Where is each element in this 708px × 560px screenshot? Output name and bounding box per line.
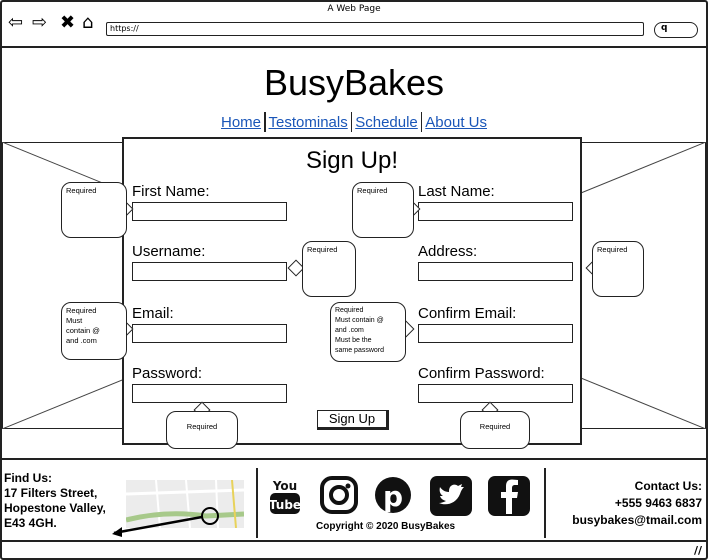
last-name-label: Last Name: bbox=[418, 183, 495, 200]
twitter-icon[interactable] bbox=[430, 476, 472, 516]
site-brand: BusyBakes bbox=[263, 62, 445, 103]
nav-separator bbox=[420, 111, 423, 132]
callout-first-name-required: Required bbox=[61, 182, 127, 238]
pinterest-icon[interactable]: p bbox=[372, 476, 414, 516]
callout-line: Must be the bbox=[335, 337, 372, 344]
forward-icon[interactable]: ⇨ bbox=[32, 12, 48, 33]
nav-separator bbox=[264, 111, 266, 132]
confirm-email-label: Confirm Email: bbox=[418, 305, 517, 322]
callout-last-name-required: Required bbox=[352, 182, 414, 238]
callout-email-rules: Required Must contain @ and .com bbox=[61, 302, 127, 360]
footer-separator bbox=[544, 468, 546, 538]
sign-up-button[interactable]: Sign Up bbox=[317, 410, 389, 430]
username-field[interactable] bbox=[132, 262, 287, 281]
copyright-text: Copyright © 2020 BusyBakes bbox=[316, 521, 456, 532]
main-nav: Home Testominals Schedule About Us bbox=[0, 111, 708, 132]
last-name-field[interactable] bbox=[418, 202, 573, 221]
contact-block: Contact Us: +555 9463 6837 busybakes@tma… bbox=[572, 478, 702, 529]
first-name-label: First Name: bbox=[132, 183, 210, 200]
first-name-field[interactable] bbox=[132, 202, 287, 221]
callout-line: same password bbox=[335, 347, 385, 354]
confirm-password-field[interactable] bbox=[418, 384, 573, 403]
chrome-divider bbox=[2, 46, 706, 48]
contact-title: Contact Us: bbox=[634, 479, 702, 493]
contact-email[interactable]: busybakes@tmail.com bbox=[572, 513, 702, 527]
confirm-email-field[interactable] bbox=[418, 324, 573, 343]
callout-text: Required Must contain @ and .com Must be… bbox=[335, 306, 401, 356]
callout-line: Must contain @ bbox=[335, 317, 384, 324]
callout-text: Required Must contain @ and .com bbox=[66, 306, 122, 346]
instagram-icon[interactable] bbox=[318, 476, 360, 516]
address-label: Address: bbox=[418, 243, 478, 260]
svg-text:Tube: Tube bbox=[269, 498, 301, 512]
address-line: Hopestone Valley, bbox=[4, 501, 106, 515]
url-text: https:// bbox=[110, 24, 139, 33]
window-title: A Web Page bbox=[327, 4, 381, 14]
contact-phone[interactable]: +555 9463 6837 bbox=[614, 496, 702, 510]
close-icon[interactable]: ✖ bbox=[60, 12, 76, 33]
home-icon[interactable]: ⌂ bbox=[82, 12, 94, 33]
callout-text: Required bbox=[597, 245, 628, 254]
resize-grip-icon[interactable]: // bbox=[693, 544, 702, 557]
callout-text: Required bbox=[357, 186, 388, 195]
facebook-icon[interactable] bbox=[488, 476, 530, 516]
password-label: Password: bbox=[132, 365, 203, 382]
nav-home[interactable]: Home bbox=[221, 114, 262, 131]
callout-line: Required bbox=[335, 307, 364, 314]
username-label: Username: bbox=[132, 243, 206, 260]
back-icon[interactable]: ⇦ bbox=[8, 12, 24, 33]
nav-about-us[interactable]: About Us bbox=[425, 114, 487, 131]
svg-text:p: p bbox=[383, 480, 403, 513]
password-field[interactable] bbox=[132, 384, 287, 403]
youtube-icon[interactable]: You Tube bbox=[264, 476, 306, 516]
callout-line: Must bbox=[66, 316, 83, 325]
nav-schedule[interactable]: Schedule bbox=[355, 114, 418, 131]
address-line: 17 Filters Street, bbox=[4, 486, 98, 500]
svg-text:You: You bbox=[272, 479, 297, 493]
callout-line: and .com bbox=[66, 336, 97, 345]
footer-separator bbox=[256, 468, 258, 538]
callout-line: and .com bbox=[335, 327, 364, 334]
search-icon: q bbox=[661, 23, 668, 33]
callout-confirm-password-required: Required bbox=[460, 411, 530, 449]
email-field[interactable] bbox=[132, 324, 287, 343]
callout-password-required: Required bbox=[166, 411, 238, 449]
email-label: Email: bbox=[132, 305, 174, 322]
address-field[interactable] bbox=[418, 262, 573, 281]
callout-line: Required bbox=[66, 306, 97, 315]
nav-testominals[interactable]: Testominals bbox=[268, 114, 348, 131]
callout-text: Required bbox=[186, 422, 218, 431]
find-us-title: Find Us: bbox=[4, 471, 52, 485]
callout-text: Required bbox=[66, 186, 97, 195]
callout-confirm-email-rules: Required Must contain @ and .com Must be… bbox=[330, 302, 406, 362]
form-title: Sign Up! bbox=[305, 147, 399, 174]
callout-line: contain @ bbox=[66, 326, 100, 335]
status-bar-divider bbox=[2, 540, 706, 542]
url-bar[interactable]: https:// bbox=[106, 22, 644, 36]
callout-text: Required bbox=[307, 245, 338, 254]
find-us-block: Find Us: 17 Filters Street, Hopestone Va… bbox=[4, 471, 106, 531]
map-pointer-arrow bbox=[112, 507, 219, 537]
callout-username-required: Required bbox=[302, 241, 356, 297]
search-button[interactable]: q bbox=[654, 22, 698, 38]
confirm-password-label: Confirm Password: bbox=[418, 365, 545, 382]
nav-separator bbox=[350, 111, 353, 132]
callout-text: Required bbox=[479, 422, 511, 431]
callout-address-required: Required bbox=[592, 241, 644, 297]
address-line: E43 4GH. bbox=[4, 516, 57, 530]
footer-divider bbox=[2, 458, 706, 460]
